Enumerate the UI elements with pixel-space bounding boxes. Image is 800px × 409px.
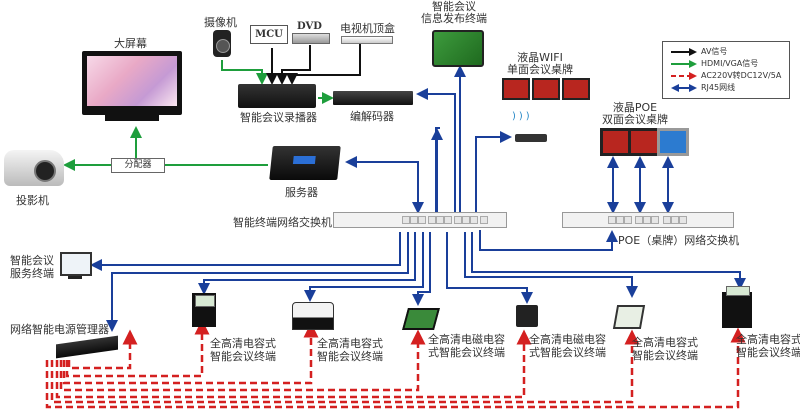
terminal-1-label-1: 全高清电容式 [210, 337, 276, 350]
big-screen-stand-icon [105, 115, 159, 121]
big-screen-icon [82, 51, 182, 115]
service-terminal-label-2: 服务终端 [10, 267, 54, 280]
rj45-switch-to-router [475, 131, 512, 212]
wifi-table-sign-icon [562, 78, 590, 100]
big-screen-label: 大屏幕 [114, 37, 147, 50]
wifi-signal-icon: ))) [512, 111, 533, 122]
wifi-sign-label-2: 单面会议桌牌 [507, 63, 573, 76]
poe-switch-label: POE（桌牌）网络交换机 [618, 234, 740, 247]
rj45-switch-to-server [345, 156, 424, 214]
info-terminal-icon [432, 30, 484, 67]
terminal-4-label-2: 式智能会议终端 [529, 346, 606, 359]
terminal-3-label-1: 全高清电磁电容 [428, 333, 505, 346]
server-label: 服务器 [285, 186, 318, 199]
splitter-box: 分配器 [111, 158, 165, 173]
power-lines [45, 319, 746, 409]
hdmi-camera-to-recorder [221, 60, 268, 85]
wifi-router-icon [515, 134, 547, 142]
projector-label: 投影机 [16, 194, 49, 207]
recorder-label: 智能会议录播器 [240, 111, 317, 124]
service-terminal-monitor-icon [60, 252, 92, 276]
server-icon [269, 146, 341, 180]
rj45-to-power-manager [106, 232, 409, 332]
codec-icon [333, 91, 413, 105]
terminal-6-icon [722, 286, 752, 328]
rj45-to-terminal-1 [198, 232, 416, 295]
service-terminal-label-1: 智能会议 [10, 254, 54, 267]
dvd-label: DVD [297, 21, 322, 32]
av-lines [266, 42, 361, 85]
main-switch-icon [333, 212, 507, 228]
terminal-1-icon [192, 293, 216, 327]
settop-label: 电视机顶盒 [340, 22, 395, 35]
wifi-sign-label-1: 液晶WIFI [517, 51, 563, 64]
terminal-2-label-1: 全高清电容式 [317, 337, 383, 350]
poe-sign-label-2: 双面会议桌牌 [602, 113, 668, 126]
terminal-1-label-2: 智能会议终端 [210, 350, 276, 363]
service-terminal-stand-icon [68, 276, 82, 279]
camera-label: 摄像机 [204, 16, 237, 29]
terminal-4-icon [516, 305, 538, 327]
poe-sign-label-1: 液晶POE [612, 101, 658, 114]
terminal-3-icon [402, 308, 440, 330]
legend: AV信号 HDMI/VGA信号 AC220V转DC12V/5A RJ45网线 [662, 41, 790, 99]
info-terminal-label-2: 信息发布终端 [421, 12, 487, 25]
rj45-lines [90, 65, 746, 332]
projector-icon [4, 150, 64, 186]
info-terminal-label-1: 智能会议 [432, 0, 476, 13]
terminal-5-icon [612, 305, 646, 329]
rj45-to-service-terminal [90, 232, 401, 271]
terminal-5-label-1: 全高清电容式 [632, 336, 698, 349]
wifi-table-sign-icon [502, 78, 530, 100]
rj45-to-terminal-5 [464, 232, 638, 298]
dvd-player-icon [292, 33, 330, 44]
terminal-2-icon [292, 302, 334, 330]
poe-table-sign-icon [628, 128, 660, 156]
rj45-to-terminal-4 [446, 232, 533, 304]
poe-table-sign-icon [657, 128, 689, 156]
hdmi-lines [63, 60, 334, 171]
power-manager-label: 网络智能电源管理器 [10, 323, 109, 336]
wifi-table-sign-icon [532, 78, 560, 100]
terminal-4-label-1: 全高清电磁电容 [529, 333, 606, 346]
codec-label: 编解码器 [350, 110, 394, 123]
recorder-icon [238, 84, 316, 108]
main-switch-label: 智能终端网络交换机 [233, 216, 332, 229]
terminal-6-label-1: 全高清电容式 [736, 333, 800, 346]
settop-box-icon [341, 36, 393, 44]
rj45-to-terminal-3 [412, 232, 431, 306]
terminal-3-label-2: 式智能会议终端 [428, 346, 505, 359]
rj45-switch-to-poe [479, 230, 618, 251]
poe-switch-icon [562, 212, 734, 228]
mcu-box: MCU [250, 25, 288, 44]
terminal-2-label-2: 智能会议终端 [317, 350, 383, 363]
terminal-5-label-2: 智能会议终端 [632, 349, 698, 362]
rj45-to-terminal-2 [304, 232, 424, 302]
rj45-to-terminal-6 [471, 232, 746, 290]
rj45-switch-to-codec [416, 88, 456, 212]
terminal-6-label-2: 智能会议终端 [736, 346, 800, 359]
camera-icon [213, 30, 231, 57]
